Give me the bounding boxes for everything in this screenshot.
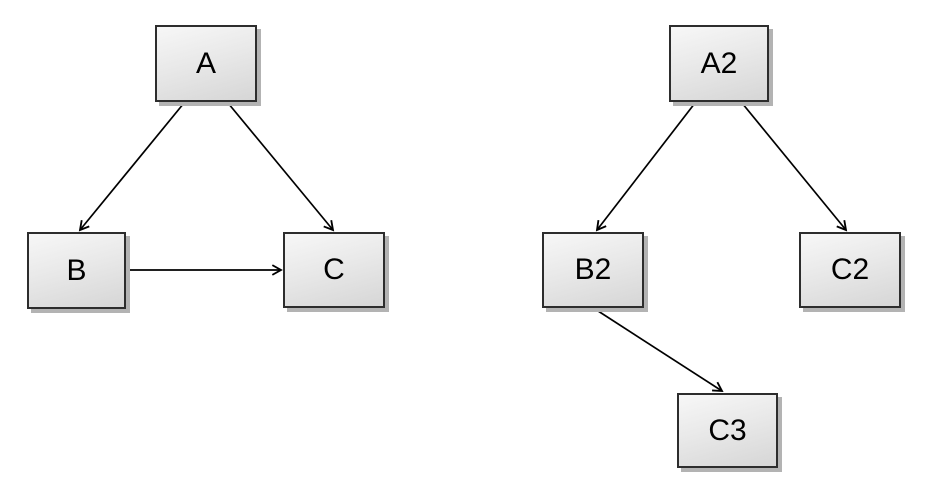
node-label: C3 [708,413,747,447]
edge-A-to-C[interactable] [227,102,335,232]
node-C[interactable]: C [283,232,385,308]
node-label: B [66,253,87,287]
edge-A2-to-C2[interactable] [741,102,848,232]
node-A2[interactable]: A2 [669,25,769,102]
node-A[interactable]: A [155,25,257,102]
node-label: A [195,46,216,80]
node-B[interactable]: B [27,232,126,309]
node-C3[interactable]: C3 [677,393,778,468]
edge-A-to-B[interactable] [78,102,185,232]
edge-B2-to-C3[interactable] [594,308,724,393]
node-label: B2 [574,253,612,286]
node-B2[interactable]: B2 [542,232,644,308]
node-label: C2 [830,253,870,286]
node-label: A2 [700,46,738,80]
edge-A2-to-B2[interactable] [595,102,696,232]
node-C2[interactable]: C2 [799,232,901,308]
node-label: C [323,253,345,286]
